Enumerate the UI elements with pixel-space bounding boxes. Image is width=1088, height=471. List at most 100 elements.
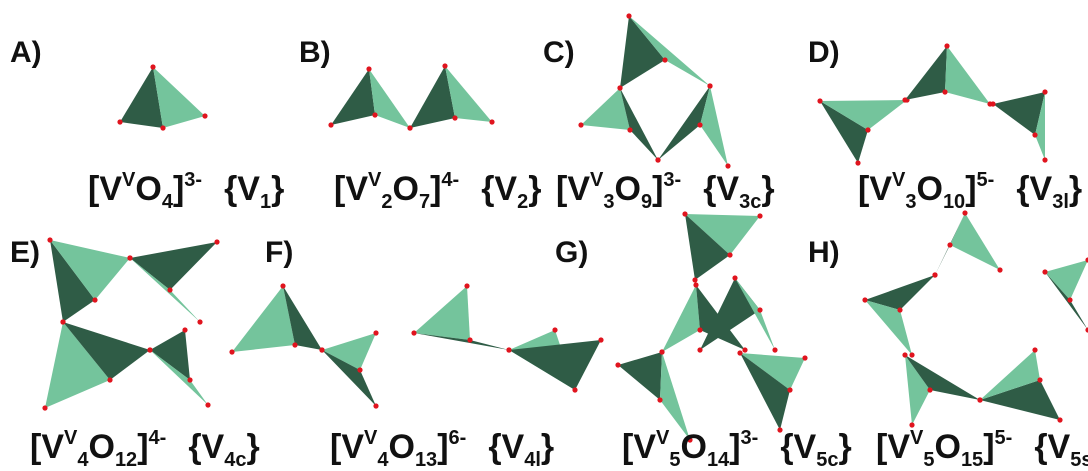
formula-metal: V [869,170,893,208]
tetrahedron-face [629,16,710,86]
tetrahedron-face [509,340,601,390]
oxygen-vertex [373,330,379,336]
oxygen-vertex [1032,347,1038,353]
oxygen-vertex [902,97,908,103]
formula-metal-count: 3 [603,191,615,213]
formula-metal: V [887,428,911,466]
formula-charge: 4- [441,169,460,191]
tetrahedron-face [620,16,665,88]
tetrahedron-face [153,67,205,128]
tetrahedron-face [581,88,630,130]
oxygen-vertex [1085,327,1088,333]
formula-notation: {V5s} [1034,428,1088,471]
oxygen-vertex [772,347,778,353]
oxygen-vertex [687,437,693,443]
formula-c: [VV3O9]3-{V3c} [556,169,775,213]
formula-h: [VV5O15]5-{V5s} [876,427,1088,471]
oxygen-vertex [578,122,584,128]
tetrahedron-face [1045,260,1088,300]
tetrahedron-face [950,213,1000,270]
oxygen-vertex [727,252,733,258]
oxygen-vertex [464,283,470,289]
formula-charge: 5- [976,169,995,191]
oxygen-vertex [407,125,413,131]
oxygen-vertex [1042,157,1048,163]
formula-charge: 4- [148,427,167,449]
formula-oxidation: V [910,427,924,449]
formula-a: [VVO4]3-{V1} [88,169,285,213]
oxygen-vertex [489,119,495,125]
formula-oxygen: O [135,170,162,208]
oxygen-vertex [167,287,173,293]
oxygen-vertex [855,160,861,166]
tetrahedron-face [980,380,1060,420]
oxygen-vertex [373,403,379,409]
panel-label-e: E) [10,236,40,269]
oxygen-vertex [697,122,703,128]
oxygen-vertex [452,115,458,121]
formula-charge: 3- [184,169,203,191]
oxygen-vertex [802,355,808,361]
oxygen-vertex [947,242,953,248]
oxygen-vertex [990,101,996,107]
tetrahedron-face [740,353,805,390]
panel-label-g: G) [555,236,589,269]
formula-metal: V [633,428,657,466]
formula-notation: {V4l} [488,428,555,471]
oxygen-vertex [187,377,193,383]
oxygen-vertex [697,327,703,333]
formula-metal-count: 4 [377,449,389,471]
oxygen-vertex [777,427,783,433]
oxygen-vertex [182,327,188,333]
formula-oxidation: V [64,427,78,449]
panel-label-f: F) [265,236,294,269]
formula-metal-count: 2 [381,191,393,213]
oxygen-vertex [1085,257,1088,263]
tetrahedron-face [660,352,690,440]
formula-b: [VV2O7]4-{V2} [334,169,542,213]
formula-metal: V [341,428,365,466]
formula-metal-count: 4 [77,449,89,471]
oxygen-vertex [229,349,235,355]
oxygen-vertex [862,297,868,303]
oxygen-vertex [817,98,823,104]
formula-notation: {V3c} [703,170,775,213]
panel-label-d: D) [808,36,840,69]
oxygen-vertex [757,307,763,313]
tetrahedron-face [130,242,217,290]
formula-oxygen-count: 7 [418,191,431,213]
oxygen-vertex [1032,132,1038,138]
tetrahedron-face [63,322,150,380]
oxygen-vertex [47,237,53,243]
oxygen-vertex [1067,297,1073,303]
formula-oxygen-count: 15 [960,449,984,471]
formula-metal: V [567,170,591,208]
oxygen-vertex [657,397,663,403]
formula-oxygen-count: 10 [942,191,966,213]
oxygen-vertex [598,337,604,343]
tetrahedron-face [50,240,95,322]
tetrahedron-face [410,66,455,128]
oxygen-vertex [932,272,938,278]
tetrahedron-face [735,278,775,350]
oxygen-vertex [1042,269,1048,275]
formula-oxidation: V [122,169,136,191]
oxygen-vertex [997,267,1003,273]
oxygen-vertex [328,122,334,128]
oxygen-vertex [147,347,153,353]
tetrahedron-face [1035,92,1045,160]
tetrahedron-face [820,100,907,130]
oxygen-vertex [725,163,731,169]
formula-notation: {V4c} [188,428,260,471]
tetrahedron-face [658,86,710,160]
panel-label-c: C) [543,36,575,69]
tetrahedron-face [50,240,130,300]
oxygen-vertex [627,127,633,133]
oxygen-vertex [742,347,748,353]
tetrahedron-face [120,67,163,128]
formula-oxygen-count: 12 [114,449,138,471]
formula-oxygen: O [88,428,115,466]
tetrahedron-face [369,69,410,128]
